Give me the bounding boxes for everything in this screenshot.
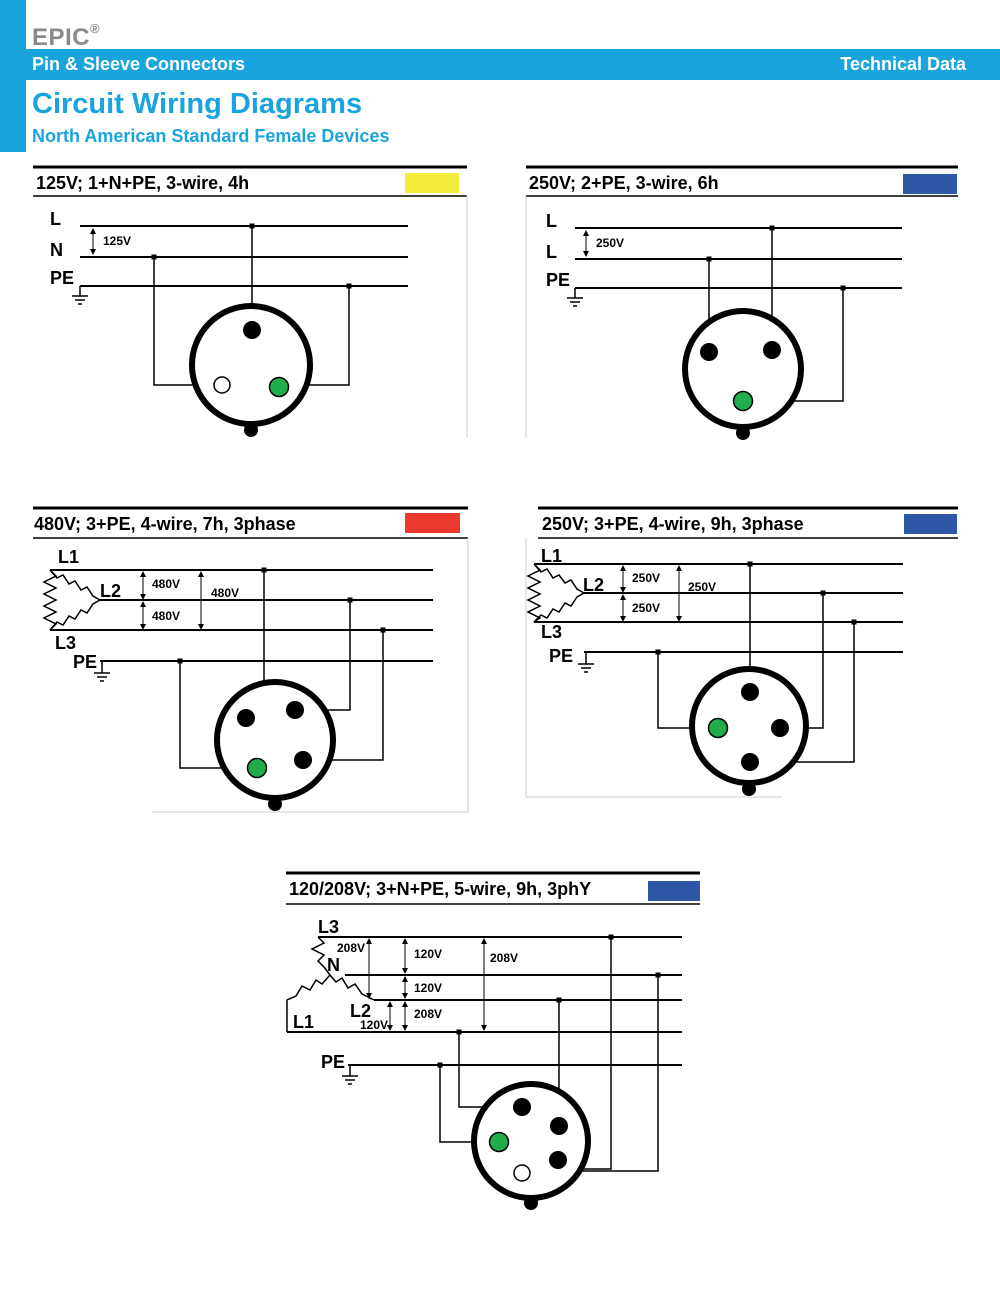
pin-phase	[513, 1098, 531, 1116]
accent-side-bar	[0, 0, 26, 152]
color-swatch-yellow	[405, 173, 459, 193]
color-swatch-red	[405, 513, 460, 533]
key-notch	[524, 1196, 538, 1210]
voltage-label: 480V	[211, 586, 239, 600]
conductor-label: L	[546, 211, 557, 231]
ground-icon	[567, 288, 583, 307]
pin-phase	[237, 709, 255, 727]
diagram-heading: 120/208V; 3+N+PE, 5-wire, 9h, 3phY	[289, 879, 591, 899]
key-notch	[736, 426, 750, 440]
color-swatch-blue	[648, 881, 700, 901]
conductor-label: L	[546, 242, 557, 262]
pin-phase	[741, 683, 759, 701]
diagram-480v-3phase: 480V; 3+PE, 4-wire, 7h, 3phase L1 L2 L3 …	[33, 506, 469, 813]
pin-ground	[268, 376, 290, 398]
diagram-heading: 250V; 2+PE, 3-wire, 6h	[529, 173, 719, 193]
diagram-250v-single: 250V; 2+PE, 3-wire, 6h L L PE 250V	[525, 165, 958, 440]
wye-winding	[310, 936, 331, 976]
pin-phase	[771, 719, 789, 737]
voltage-label: 250V	[632, 601, 660, 615]
diagram-250v-3phase: 250V; 3+PE, 4-wire, 9h, 3phase L1 L2 L3 …	[525, 506, 958, 798]
conductor-label: L2	[583, 575, 604, 595]
section-type-label: Technical Data	[840, 54, 966, 74]
pin-ground	[488, 1131, 510, 1153]
diagram-heading: 250V; 3+PE, 4-wire, 9h, 3phase	[542, 514, 804, 534]
voltage-label: 250V	[596, 236, 624, 250]
voltage-label: 250V	[688, 580, 716, 594]
conductor-label: L1	[58, 547, 79, 567]
pin-ground	[707, 717, 729, 739]
diagram-heading: 125V; 1+N+PE, 3-wire, 4h	[36, 173, 249, 193]
voltage-label: 480V	[152, 577, 180, 591]
pin-neutral	[213, 376, 231, 394]
page-subtitle: North American Standard Female Devices	[32, 126, 390, 146]
voltage-label: 208V	[414, 1007, 442, 1021]
conductor-label: PE	[321, 1052, 345, 1072]
color-swatch-blue	[904, 514, 957, 534]
pin-phase	[549, 1151, 567, 1169]
voltage-label: 120V	[414, 947, 442, 961]
voltage-label: 250V	[632, 571, 660, 585]
pin-phase	[550, 1117, 568, 1135]
key-notch	[244, 423, 258, 437]
key-notch	[742, 782, 756, 796]
receptacle-face	[214, 679, 336, 801]
pin-phase	[286, 701, 304, 719]
conductor-label: L3	[541, 622, 562, 642]
ground-icon	[342, 1065, 358, 1085]
ground-icon	[94, 661, 110, 682]
voltage-label: 120V	[360, 1018, 388, 1032]
ground-icon	[578, 652, 594, 673]
conductor-label: L1	[293, 1012, 314, 1032]
page-title: Circuit Wiring Diagrams	[32, 88, 363, 120]
delta-winding	[526, 563, 542, 623]
diagram-125v: 125V; 1+N+PE, 3-wire, 4h L N PE 125V	[33, 165, 468, 438]
voltage-label: 208V	[337, 941, 365, 955]
conductor-label: L2	[100, 581, 121, 601]
voltage-label: 208V	[490, 951, 518, 965]
conductor-label: PE	[546, 270, 570, 290]
voltage-label: 120V	[414, 981, 442, 995]
conductor-label: L	[50, 209, 61, 229]
diagram-120-208v-wye: 120/208V; 3+N+PE, 5-wire, 9h, 3phY L3 N …	[286, 871, 700, 1210]
pin-phase	[741, 753, 759, 771]
voltage-label: 480V	[152, 609, 180, 623]
diagram-heading: 480V; 3+PE, 4-wire, 7h, 3phase	[34, 514, 296, 534]
section-label: Pin & Sleeve Connectors	[32, 54, 246, 74]
conductor-label: PE	[50, 268, 74, 288]
pin-line	[243, 321, 261, 339]
voltage-label: 125V	[103, 234, 131, 248]
pin-phase	[294, 751, 312, 769]
conductor-label: PE	[549, 646, 573, 666]
conductor-label: PE	[73, 652, 97, 672]
ground-icon	[72, 286, 88, 305]
key-notch	[268, 797, 282, 811]
header-band: Pin & Sleeve Connectors Technical Data	[26, 49, 1000, 80]
pin-ground	[732, 390, 754, 412]
conductor-label: L2	[350, 1001, 371, 1021]
pin-ground	[246, 757, 268, 779]
pin-line	[700, 343, 718, 361]
conductor-label: N	[327, 955, 340, 975]
delta-winding	[42, 569, 58, 631]
brand-logo: EPIC®	[32, 21, 101, 51]
conductor-label: L3	[55, 633, 76, 653]
conductor-label: L1	[541, 546, 562, 566]
pin-line	[763, 341, 781, 359]
conductor-label: L3	[318, 917, 339, 937]
conductor-label: N	[50, 240, 63, 260]
pin-neutral	[513, 1164, 531, 1182]
color-swatch-blue	[903, 174, 957, 194]
